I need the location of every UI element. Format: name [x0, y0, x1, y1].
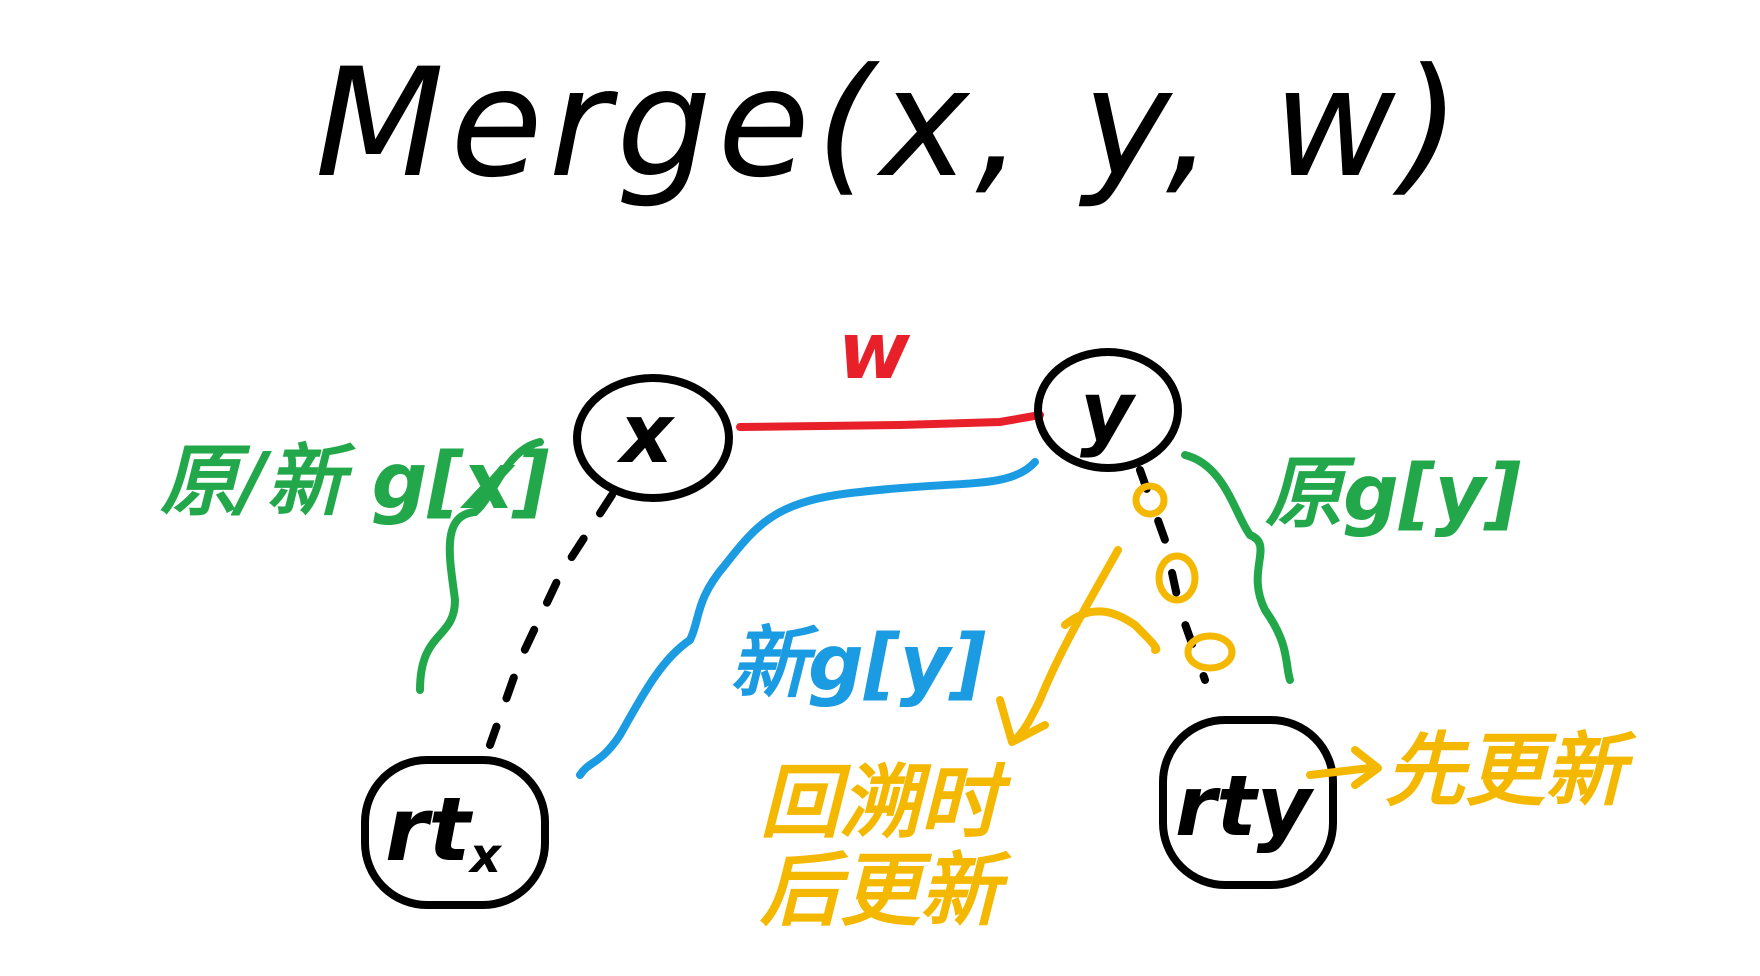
backtrack-label-line1: 回溯时 — [760, 756, 1012, 849]
update-first-label: 先更新 — [1385, 724, 1637, 817]
path-x-to-rtx — [486, 491, 616, 749]
backtrack-arrow-tail — [1061, 607, 1161, 654]
node-rty-label: rty — [1175, 757, 1315, 855]
backtrack-marker-1 — [1132, 482, 1168, 518]
gx-label: 原/新 g[x] — [160, 437, 549, 527]
node-y-label: y — [1080, 365, 1137, 460]
node-rty-circle — [1159, 716, 1337, 889]
gy-new-label: 新g[y] — [730, 619, 986, 709]
node-rtx-circle — [361, 756, 549, 909]
node-x-circle — [573, 374, 733, 502]
node-y-circle — [1034, 348, 1182, 472]
edge-weight-label: w — [838, 307, 911, 397]
backtrack-arrow — [1011, 546, 1122, 744]
gy-old-bracket — [1181, 451, 1294, 684]
backtrack-marker-2 — [1155, 552, 1199, 604]
backtrack-label-line2: 后更新 — [760, 844, 1012, 937]
gx-bracket — [416, 438, 544, 694]
node-rtx-subscript: x — [468, 828, 503, 884]
node-x-label: x — [616, 387, 676, 482]
gy-new-path — [576, 458, 1039, 779]
backtrack-marker-3 — [1184, 632, 1236, 672]
update-first-arrow — [1306, 764, 1374, 779]
diagram-title: Merge(x, y, w) — [315, 37, 1466, 211]
gy-old-label: 原g[y] — [1265, 449, 1521, 539]
node-rtx-label: rt — [385, 778, 473, 881]
edge-x-y — [736, 411, 1044, 431]
update-first-arrow-head — [1351, 746, 1382, 789]
backtrack-arrow-head — [996, 696, 1049, 746]
